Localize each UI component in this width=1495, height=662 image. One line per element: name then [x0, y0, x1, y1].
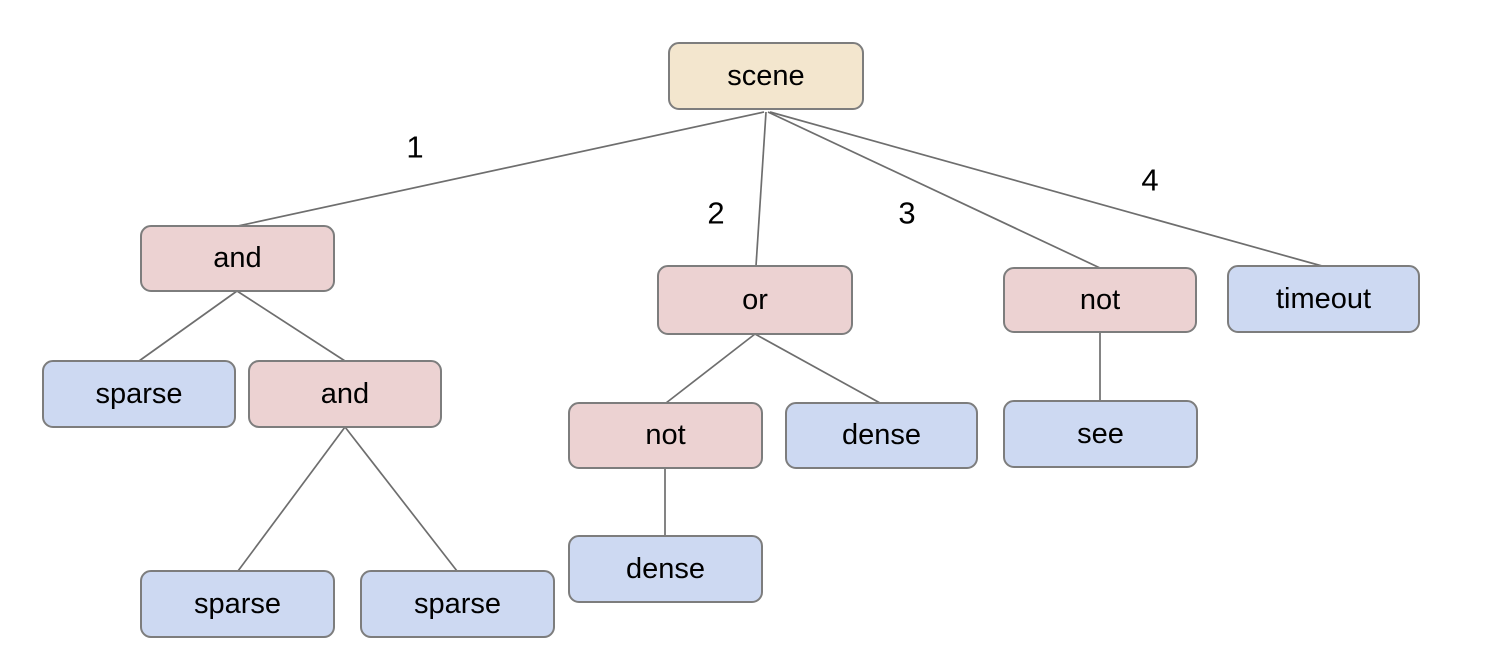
edge-and2-sparse3 [344, 426, 458, 572]
edge-scene-and [237, 111, 765, 227]
edge-and1-and2 [236, 290, 346, 362]
tree-node-scene: scene [668, 42, 864, 110]
tree-node-or: or [657, 265, 853, 335]
edge-scene-or [755, 111, 767, 267]
edge-label-3: 3 [898, 195, 916, 231]
edge-label-4: 4 [1141, 162, 1159, 198]
tree-node-and-1: and [140, 225, 335, 292]
edge-label-1: 1 [406, 129, 424, 165]
tree-node-timeout: timeout [1227, 265, 1420, 333]
tree-node-dense-1: dense [785, 402, 978, 469]
tree-node-sparse-1: sparse [42, 360, 236, 428]
edge-and2-sparse2 [237, 426, 346, 572]
edge-scene-timeout [769, 111, 1323, 267]
tree-node-not-2: not [568, 402, 763, 469]
edge-label-2: 2 [707, 195, 725, 231]
edge-or-dense1 [754, 333, 881, 404]
edge-or-not2 [665, 333, 756, 404]
tree-node-dense-2: dense [568, 535, 763, 603]
tree-node-and-2: and [248, 360, 442, 428]
tree-node-not-1: not [1003, 267, 1197, 333]
tree-node-sparse-3: sparse [360, 570, 555, 638]
edge-scene-not [767, 111, 1101, 269]
edge-and1-sparse1 [138, 290, 238, 362]
tree-node-see: see [1003, 400, 1198, 468]
tree-node-sparse-2: sparse [140, 570, 335, 638]
